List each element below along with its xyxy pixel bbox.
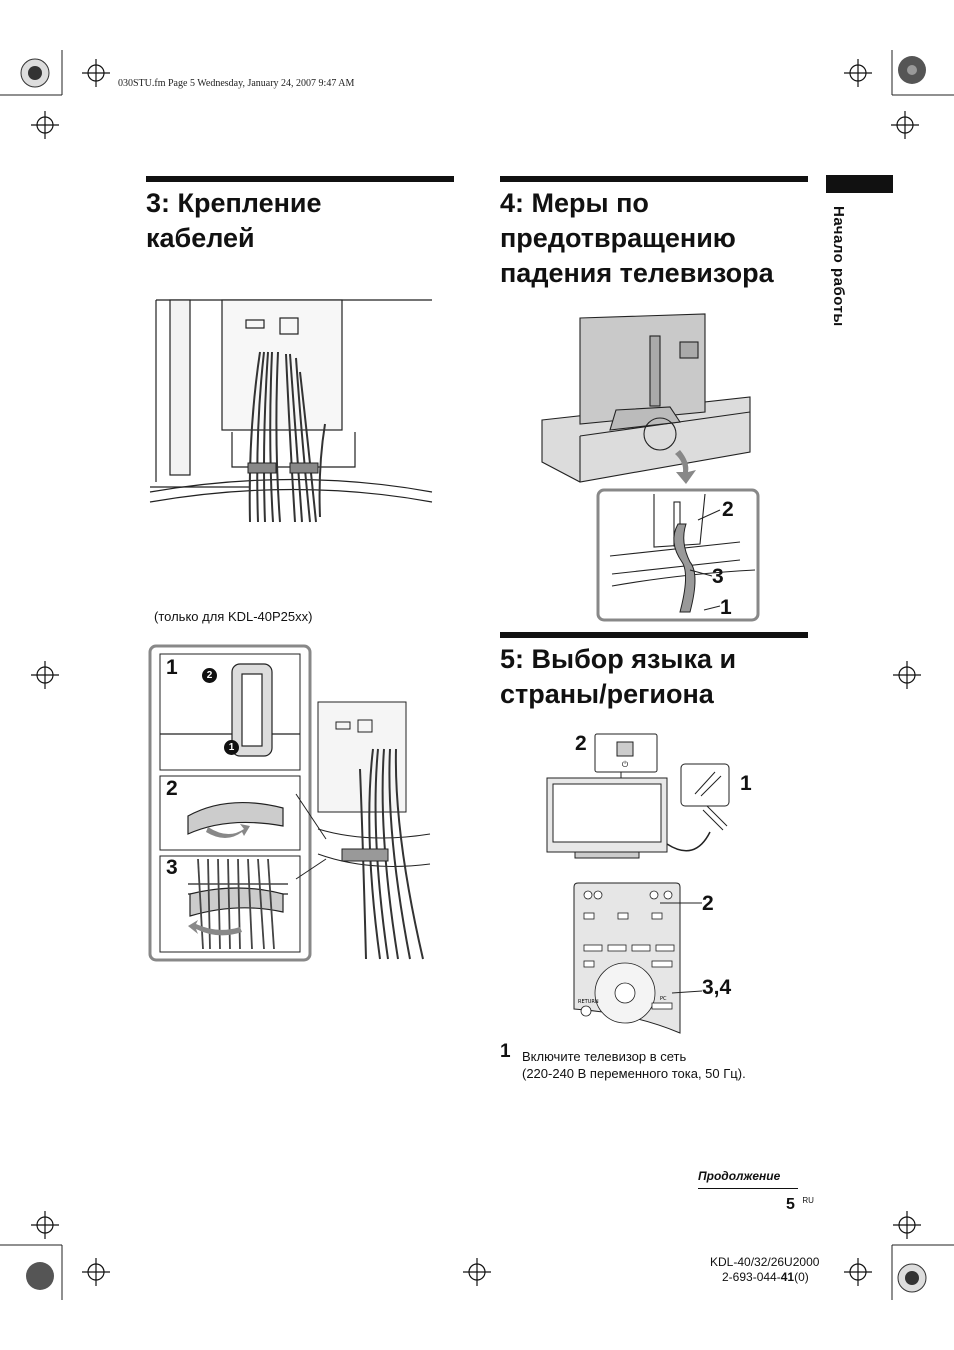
sidebar-section-label: Начало работы: [830, 206, 847, 327]
svg-text:⏻: ⏻: [622, 760, 629, 769]
remote-pc-label: PC: [660, 996, 667, 1002]
page-number-value: 5: [786, 1196, 795, 1213]
section4-callout-3: 3: [712, 565, 724, 588]
section5-callout-1-plug: 1: [740, 772, 752, 795]
section3-note: (только для KDL-40P25xx): [154, 609, 313, 624]
section5-callout-34-remote: 3,4: [702, 976, 732, 999]
document-code-suffix: (0): [794, 1270, 809, 1284]
section4-title: 4: Меры по предотвращению падения телеви…: [500, 186, 774, 291]
section5-title: 5: Выбор языка и страны/региона: [500, 642, 736, 712]
cable-holder-steps-illustration: [148, 644, 431, 962]
step1-number: 1: [500, 1041, 511, 1062]
file-info-header: 030STU.fm Page 5 Wednesday, January 24, …: [118, 78, 355, 89]
tv-power-connection-illustration: ⏻: [546, 733, 730, 859]
section5-callout-2-power: 2: [575, 732, 587, 755]
callout-circle-1: 1: [224, 740, 239, 755]
section4-callout-1: 1: [720, 596, 732, 619]
section5-title-line1: 5: Выбор языка и: [500, 644, 737, 674]
section3-rule: [146, 176, 454, 182]
document-code: 2-693-044-41(0): [722, 1270, 809, 1284]
section4-title-line1: 4: Меры по: [500, 188, 649, 218]
document-code-prefix: 2-693-044-: [722, 1270, 781, 1284]
step-2-label: 2: [166, 777, 178, 800]
step1-line1: Включите телевизор в сеть: [522, 1049, 687, 1064]
section4-callout-2: 2: [722, 498, 734, 521]
section3-title: 3: Крепление кабелей: [146, 186, 322, 256]
section5-rule: [500, 632, 808, 638]
section4-title-line2: предотвращению: [500, 223, 736, 253]
section3-title-line2: кабелей: [146, 223, 255, 253]
step1-text: Включите телевизор в сеть (220-240 В пер…: [522, 1048, 746, 1082]
step-3-label: 3: [166, 856, 178, 879]
model-number: KDL-40/32/26U2000: [710, 1255, 820, 1269]
section4-title-line3: падения телевизора: [500, 258, 774, 288]
callout-circle-2: 2: [202, 668, 217, 683]
step-1-label: 1: [166, 656, 178, 679]
tv-stand-anchor-illustration: [541, 313, 760, 622]
remote-control-illustration: RETURN PC: [573, 882, 703, 1034]
page-number: 5 RU: [786, 1196, 814, 1214]
section3-title-line1: 3: Крепление: [146, 188, 322, 218]
step1-line2: (220-240 В переменного тока, 50 Гц).: [522, 1066, 746, 1081]
cable-routing-illustration: [149, 299, 433, 523]
section5-title-line2: страны/региона: [500, 679, 714, 709]
section4-rule: [500, 176, 808, 182]
section5-callout-2-remote: 2: [702, 892, 714, 915]
continue-label: Продолжение: [698, 1169, 781, 1183]
remote-return-label: RETURN: [578, 999, 599, 1005]
sidebar-tab-marker: [826, 175, 893, 193]
document-code-bold: 41: [780, 1270, 795, 1284]
page-language: RU: [802, 1196, 814, 1205]
continue-underline: [698, 1188, 798, 1189]
